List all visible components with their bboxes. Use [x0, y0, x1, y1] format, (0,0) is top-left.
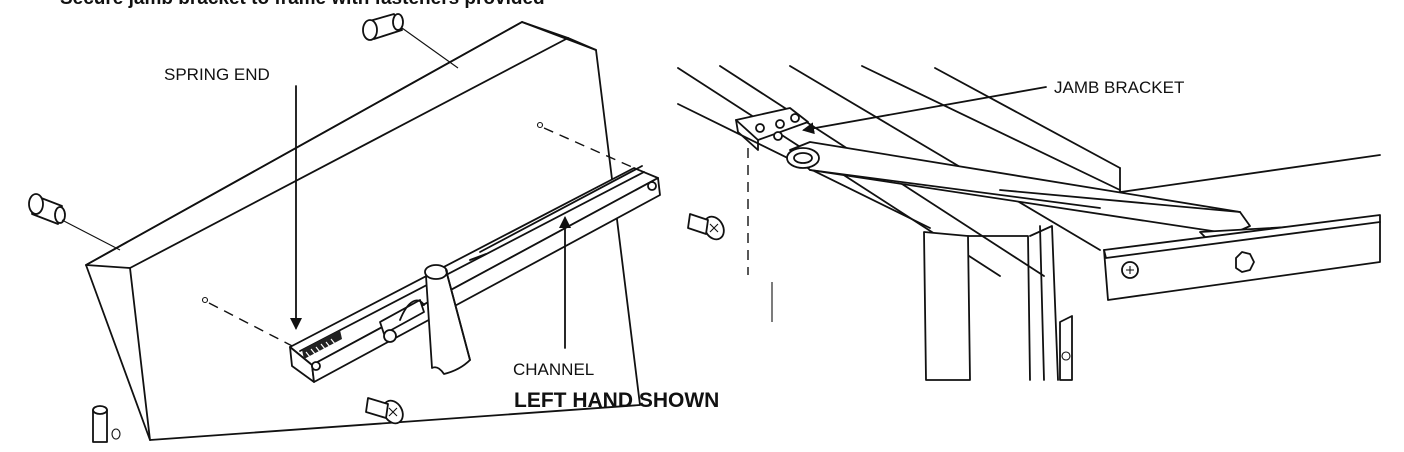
hinge-pin-top — [362, 13, 459, 69]
jamb-bracket — [735, 107, 809, 151]
spring-end-label: SPRING END — [164, 65, 270, 84]
hinge-bottom-left — [92, 405, 121, 443]
screw-bottom — [365, 397, 404, 425]
jamb-bracket-arrow — [802, 86, 1047, 135]
door-panel — [85, 21, 641, 441]
hinge-pin-left — [28, 193, 121, 251]
channel-label: CHANNEL — [513, 360, 594, 379]
mounting-bar — [1103, 214, 1381, 301]
pilot-holes — [201, 121, 651, 351]
screw-right — [687, 213, 725, 241]
spring-coil — [302, 330, 342, 359]
arm-post — [424, 264, 471, 375]
figure-caption: LEFT HAND SHOWN — [514, 389, 719, 412]
instruction-text: Secure jamb bracket to frame with fasten… — [60, 0, 545, 9]
closer-arm — [786, 141, 1251, 235]
jamb-bracket-label: JAMB BRACKET — [1054, 78, 1184, 97]
